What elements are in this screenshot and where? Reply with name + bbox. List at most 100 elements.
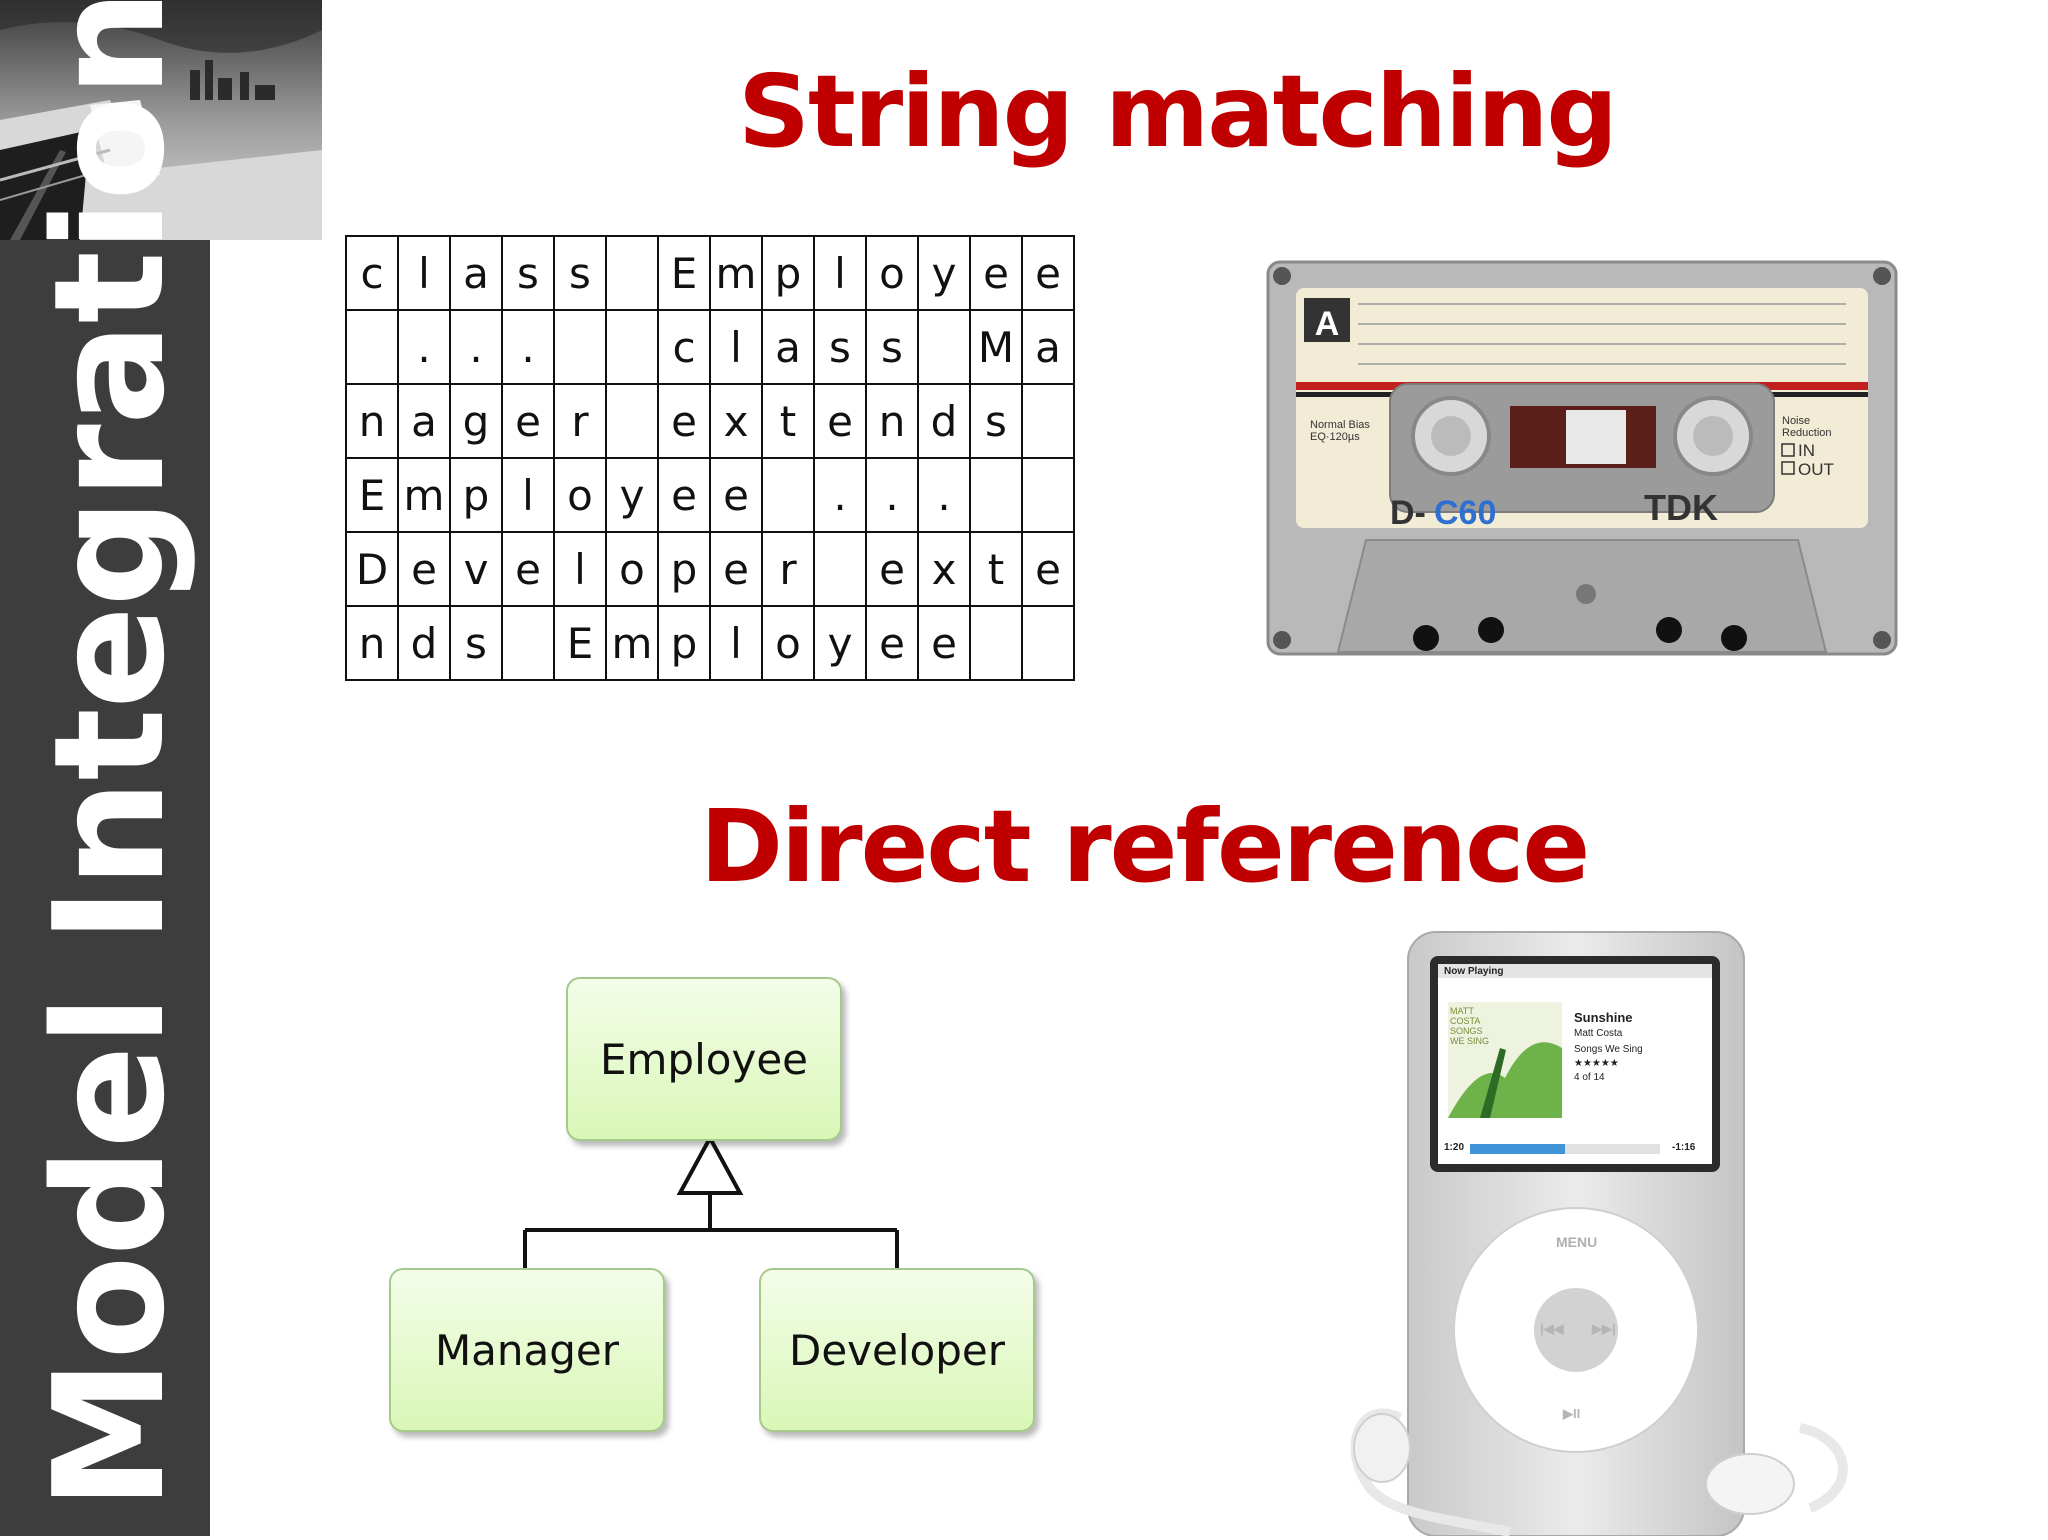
grid-cell: r (553, 383, 607, 459)
grid-cell: a (761, 309, 815, 385)
grid-cell: e (1021, 531, 1075, 607)
grid-cell: c (657, 309, 711, 385)
cassette-bias-label: Normal Bias (1310, 419, 1370, 431)
grid-cell (969, 457, 1023, 533)
waterfall-photo (0, 0, 322, 240)
grid-cell: c (345, 235, 399, 311)
grid-cell (1021, 457, 1075, 533)
uml-class-developer: Developer (759, 1268, 1035, 1432)
grid-cell: s (865, 309, 919, 385)
grid-cell: x (917, 531, 971, 607)
grid-cell (605, 383, 659, 459)
grid-cell (605, 235, 659, 311)
grid-cell: E (345, 457, 399, 533)
grid-cell: e (657, 383, 711, 459)
grid-cell: E (553, 605, 607, 681)
grid-cell: s (813, 309, 867, 385)
grid-cell: e (865, 605, 919, 681)
grid-cell: e (813, 383, 867, 459)
grid-cell: e (657, 457, 711, 533)
uml-class-manager: Manager (389, 1268, 665, 1432)
grid-cell: e (969, 235, 1023, 311)
grid-cell: e (1021, 235, 1075, 311)
grid-cell: n (345, 383, 399, 459)
grid-cell: a (449, 235, 503, 311)
grid-cell: p (761, 235, 815, 311)
grid-cell (1021, 605, 1075, 681)
grid-cell: . (865, 457, 919, 533)
ipod-rating: ★★★★★ (1574, 1058, 1619, 1069)
ipod-menu-label: MENU (1556, 1234, 1598, 1250)
grid-cell: l (553, 531, 607, 607)
grid-cell: r (761, 531, 815, 607)
grid-cell: y (917, 235, 971, 311)
grid-cell: l (813, 235, 867, 311)
cassette-model-prefix: D- (1390, 494, 1426, 532)
grid-cell: s (553, 235, 607, 311)
grid-cell: l (709, 309, 763, 385)
grid-cell (1021, 383, 1075, 459)
grid-cell: m (397, 457, 451, 533)
ipod-image: |◀◀ ▶▶| ▶II Now Playing MATT COSTA SONGS… (1330, 928, 1870, 1537)
grid-cell: . (813, 457, 867, 533)
grid-cell: y (605, 457, 659, 533)
grid-cell: l (397, 235, 451, 311)
grid-cell: p (657, 605, 711, 681)
ipod-artist: Matt Costa (1574, 1028, 1623, 1039)
ipod-remaining-time: -1:16 (1672, 1142, 1696, 1153)
grid-cell: t (761, 383, 815, 459)
grid-cell: p (449, 457, 503, 533)
grid-cell: e (397, 531, 451, 607)
grid-cell: v (449, 531, 503, 607)
grid-cell: e (865, 531, 919, 607)
grid-cell: e (709, 531, 763, 607)
grid-cell: a (1021, 309, 1075, 385)
ipod-song-title: Sunshine (1574, 1010, 1633, 1025)
grid-cell (813, 531, 867, 607)
cassette-brand: TDK (1644, 487, 1718, 528)
ipod-track-count: 4 of 14 (1574, 1072, 1605, 1083)
grid-cell (917, 309, 971, 385)
grid-cell: y (813, 605, 867, 681)
grid-cell: o (605, 531, 659, 607)
inheritance-connector (523, 1133, 899, 1270)
grid-cell: . (501, 309, 555, 385)
grid-cell: e (501, 383, 555, 459)
grid-cell: l (501, 457, 555, 533)
grid-cell: t (969, 531, 1023, 607)
grid-cell: a (397, 383, 451, 459)
ipod-album-art-text: MATT COSTA SONGS WE SING (1450, 1006, 1490, 1046)
cassette-eq-label: EQ·120µs (1310, 431, 1360, 443)
svg-text:▶II: ▶II (1562, 1406, 1580, 1421)
grid-cell: d (397, 605, 451, 681)
cassette-noise-label-2: Reduction (1782, 427, 1832, 439)
grid-cell (761, 457, 815, 533)
ipod-header: Now Playing (1444, 966, 1504, 977)
grid-cell: o (553, 457, 607, 533)
uml-class-employee: Employee (566, 977, 842, 1141)
grid-cell: n (345, 605, 399, 681)
grid-cell: . (917, 457, 971, 533)
grid-cell: M (969, 309, 1023, 385)
grid-cell: e (917, 605, 971, 681)
grid-cell (553, 309, 607, 385)
grid-cell: x (709, 383, 763, 459)
grid-cell: E (657, 235, 711, 311)
grid-cell: l (709, 605, 763, 681)
ipod-elapsed-time: 1:20 (1444, 1142, 1465, 1153)
grid-cell: o (865, 235, 919, 311)
grid-cell: D (345, 531, 399, 607)
grid-cell: p (657, 531, 711, 607)
grid-cell (605, 309, 659, 385)
grid-cell: s (449, 605, 503, 681)
ipod-album: Songs We Sing (1574, 1044, 1643, 1055)
grid-cell (345, 309, 399, 385)
cassette-side-label: A (1315, 305, 1340, 343)
